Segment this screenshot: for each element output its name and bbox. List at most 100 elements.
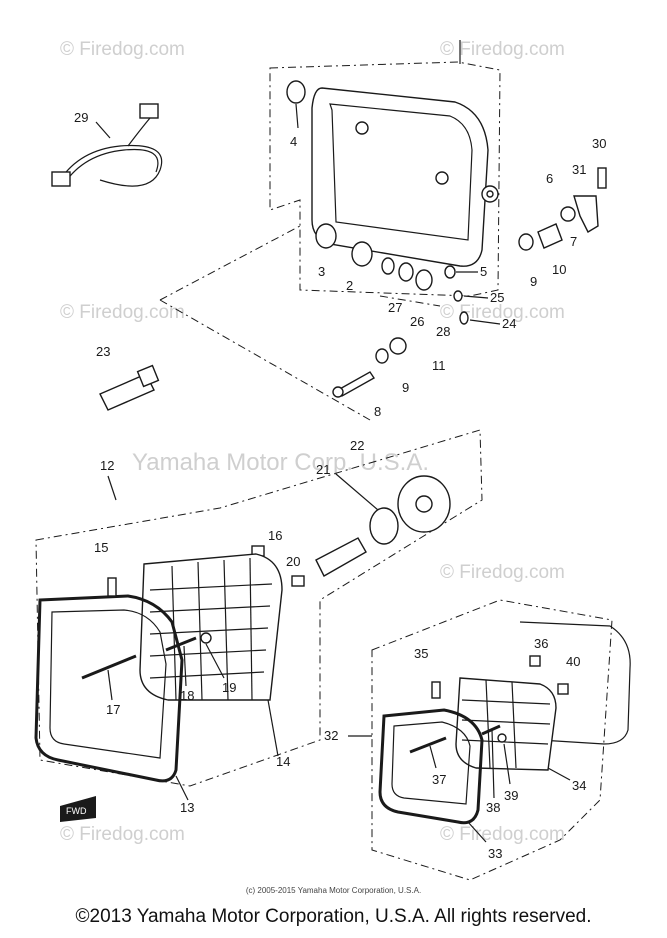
callout-7: 7 xyxy=(570,234,577,249)
housing-mount-hole xyxy=(355,121,369,135)
rim-part-33 xyxy=(378,708,484,825)
callout-19: 19 xyxy=(222,680,236,695)
callout-32: 32 xyxy=(324,728,338,743)
leader-line xyxy=(429,745,437,769)
nut-part-5 xyxy=(444,265,456,279)
assembly-line xyxy=(379,295,441,307)
leader-line xyxy=(463,295,489,299)
callout-18: 18 xyxy=(180,688,194,703)
fwd-label: FWD xyxy=(66,806,87,816)
spring-part-19 xyxy=(200,632,212,644)
washer-part-26 xyxy=(398,262,414,282)
leader-line xyxy=(467,821,487,843)
rim-inner xyxy=(49,609,167,759)
ring-part-21 xyxy=(369,507,399,545)
unit-32-boundary xyxy=(371,599,613,881)
socket-cover-center xyxy=(415,495,433,513)
leader-line xyxy=(491,729,495,799)
collar-part-3 xyxy=(315,223,337,249)
screw-part-15 xyxy=(107,577,117,597)
lens-grid-small xyxy=(461,679,551,769)
screw-part-38 xyxy=(481,724,501,736)
bulb-socket xyxy=(136,364,160,388)
harness-connector xyxy=(139,103,159,119)
watermark-firedog: © Firedog.com xyxy=(60,302,185,323)
assembly-line xyxy=(159,225,301,301)
housing-mount-hole xyxy=(435,171,449,185)
callout-29: 29 xyxy=(74,110,88,125)
callout-10: 10 xyxy=(552,262,566,277)
callout-37: 37 xyxy=(432,772,446,787)
watermark-firedog: © Firedog.com xyxy=(60,824,185,845)
fwd-arrow-icon xyxy=(60,796,96,822)
nut-part-20 xyxy=(291,575,305,587)
leader-line xyxy=(503,743,511,785)
callout-20: 20 xyxy=(286,554,300,569)
watermark-firedog: © Firedog.com xyxy=(440,39,565,60)
nut-part-40 xyxy=(557,683,569,695)
leader-line xyxy=(183,645,187,687)
callout-9: 9 xyxy=(530,274,537,289)
assembly-line xyxy=(159,299,371,421)
housing-side-hole xyxy=(486,190,494,198)
callout-26: 26 xyxy=(410,314,424,329)
callout-28: 28 xyxy=(436,324,450,339)
callout-38: 38 xyxy=(486,800,500,815)
nut-part-36 xyxy=(529,655,541,667)
nut-part-24 xyxy=(459,311,469,325)
screw-part-17 xyxy=(81,654,137,680)
callout-9b: 9 xyxy=(402,380,409,395)
collar-part-2 xyxy=(351,241,373,267)
callout-15: 15 xyxy=(94,540,108,555)
rim-part-13 xyxy=(34,594,184,783)
callout-34: 34 xyxy=(572,778,586,793)
watermark-firedog: © Firedog.com xyxy=(440,824,565,845)
callout-23: 23 xyxy=(96,344,110,359)
callout-35: 35 xyxy=(414,646,428,661)
callout-13: 13 xyxy=(180,800,194,815)
leader-line xyxy=(469,319,501,325)
callout-16: 16 xyxy=(268,528,282,543)
callout-24: 24 xyxy=(502,316,516,331)
housing-inner-rim xyxy=(329,103,473,241)
grommet-part-4 xyxy=(286,80,306,104)
harness-connector xyxy=(51,171,71,187)
bracket-part-6 xyxy=(573,195,599,233)
callout-27: 27 xyxy=(388,300,402,315)
callout-25: 25 xyxy=(490,290,504,305)
leader-line xyxy=(335,473,379,511)
copyright-footer: ©2013 Yamaha Motor Corporation, U.S.A. A… xyxy=(75,906,592,927)
bolt-head xyxy=(332,386,344,398)
callout-33: 33 xyxy=(488,846,502,861)
washer-part-28 xyxy=(415,269,433,291)
callout-2: 2 xyxy=(346,278,353,293)
callout-11: 11 xyxy=(432,358,446,373)
leader-line xyxy=(175,775,189,801)
watermark-firedog: © Firedog.com xyxy=(440,562,565,583)
callout-5: 5 xyxy=(480,264,487,279)
callout-30: 30 xyxy=(592,136,606,151)
callout-39: 39 xyxy=(504,788,518,803)
nut-part-11 xyxy=(389,337,407,355)
leader-line xyxy=(107,475,117,501)
headlight-housing xyxy=(311,87,489,267)
washer-part-27 xyxy=(381,257,395,275)
spring-part-39 xyxy=(497,733,507,743)
callout-8: 8 xyxy=(374,404,381,419)
harness-wire xyxy=(59,144,163,187)
callout-14: 14 xyxy=(276,754,290,769)
watermark-yamaha: Yamaha Motor Corp. U.S.A. xyxy=(132,449,429,476)
callout-17: 17 xyxy=(106,702,120,717)
screw-part-37 xyxy=(409,736,447,754)
bulb-part-23 xyxy=(99,373,155,411)
callout-36: 36 xyxy=(534,636,548,651)
housing-group-boundary xyxy=(269,61,501,297)
spring-part-10 xyxy=(537,223,563,249)
callout-31: 31 xyxy=(572,162,586,177)
leader-line xyxy=(205,643,225,679)
sealed-beam-part-14 xyxy=(139,553,283,701)
callout-21: 21 xyxy=(316,462,330,477)
callout-22: 22 xyxy=(350,438,364,453)
